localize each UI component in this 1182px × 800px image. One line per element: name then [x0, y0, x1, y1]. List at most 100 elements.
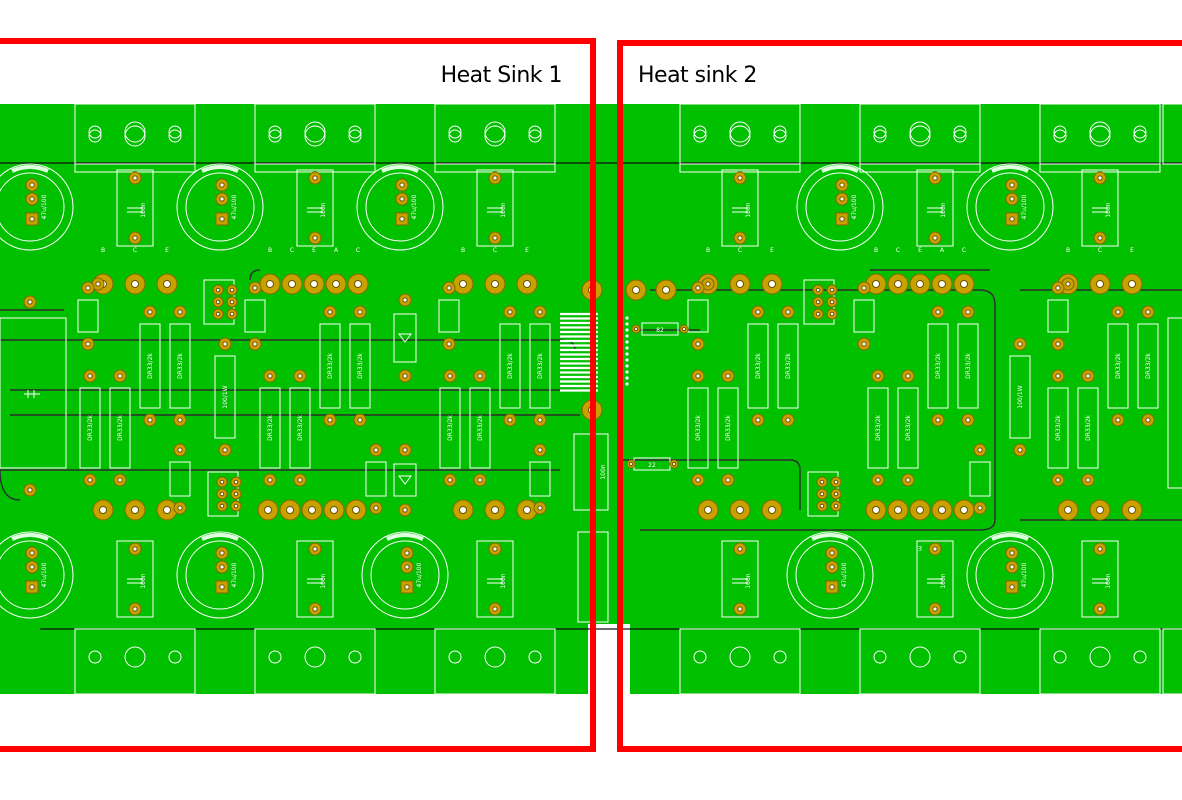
pad-hole — [875, 373, 881, 379]
pad-hole — [1017, 447, 1023, 453]
electrolytic-value: 47u/100 — [41, 194, 48, 219]
connector-pin — [625, 382, 629, 386]
pad-hole — [132, 235, 138, 241]
pad-hole — [87, 373, 93, 379]
pad-hole — [768, 506, 776, 514]
pad-hole — [916, 280, 924, 288]
pad-hole — [815, 299, 821, 305]
pin-letter: A — [940, 247, 945, 254]
capacitor-outline — [476, 540, 514, 618]
pad-hole — [1085, 477, 1091, 483]
resistor-82-value: 82 — [656, 327, 664, 334]
pin-letter: B — [1066, 247, 1070, 254]
pad-hole — [736, 280, 744, 288]
resistor-outline — [1047, 299, 1069, 333]
pad-hole — [695, 341, 701, 347]
mount-hole — [873, 129, 887, 143]
capacitor-outline — [721, 169, 759, 247]
electrolytic-polarity-band — [201, 533, 239, 541]
copper-trace — [249, 269, 261, 281]
pad-hole — [938, 280, 946, 288]
electrolytic-polarity-band — [811, 533, 849, 541]
pad-hole — [492, 175, 498, 181]
transistor-tab-bottom — [679, 628, 801, 695]
pad-hole — [725, 373, 731, 379]
pad-hole — [829, 311, 835, 317]
mount-hole — [909, 646, 931, 668]
resistor-value: DR33/2k — [695, 415, 702, 441]
pad-hole — [177, 309, 183, 315]
heatsink-frames: Heat Sink 1 Heat sink 2 — [0, 38, 1182, 752]
transistor-tab-bottom — [74, 628, 196, 695]
pad-hole — [1115, 417, 1121, 423]
mount-hole — [909, 125, 931, 147]
pad-hole — [829, 564, 835, 570]
pad-hole — [177, 447, 183, 453]
pad-hole — [905, 373, 911, 379]
pad-hole — [861, 341, 867, 347]
pad-hole — [264, 506, 272, 514]
resistor-outline — [687, 299, 709, 333]
pad-hole — [628, 461, 634, 467]
mount-hole — [88, 125, 102, 139]
pin-letter: E — [525, 247, 529, 254]
electrolytic-inner — [805, 172, 875, 242]
mount-hole — [1053, 129, 1067, 143]
electrolytic-value: 47u/100 — [41, 562, 48, 587]
capacitor-outline — [476, 169, 514, 247]
pad-hole — [404, 584, 410, 590]
resistor-value: DR33/2k — [965, 353, 972, 379]
pad-hole — [632, 286, 640, 294]
pad-hole — [147, 309, 153, 315]
copper-trace — [640, 289, 996, 531]
pad-hole — [327, 417, 333, 423]
pad-hole — [266, 280, 274, 288]
electrolytic-value: 47u/100 — [416, 562, 423, 587]
pad-hole — [977, 505, 983, 511]
mount-hole — [873, 125, 887, 139]
resistor-outline — [365, 461, 387, 497]
resistor-outline — [957, 323, 979, 409]
pad-hole — [1085, 373, 1091, 379]
pad-hole — [960, 280, 968, 288]
pad-hole — [875, 477, 881, 483]
electrolytic-inner — [365, 172, 435, 242]
pad-hole — [960, 506, 968, 514]
transistor-tab-top — [434, 103, 556, 165]
resistor-value: DR33/2k — [507, 353, 514, 379]
pad-hole — [132, 175, 138, 181]
pad-hole — [252, 285, 258, 291]
pad-hole — [29, 216, 35, 222]
mount-hole — [1133, 129, 1147, 143]
pad-hole — [357, 309, 363, 315]
electrolytic-polarity-band — [11, 533, 49, 541]
capacitor-outline — [296, 169, 334, 247]
pad-hole — [1097, 175, 1103, 181]
pad-hole — [215, 287, 221, 293]
pad-hole — [177, 417, 183, 423]
electrolytic-inner — [370, 540, 440, 610]
mount-hole — [448, 650, 462, 664]
pad-hole — [537, 309, 543, 315]
resistor-outline — [529, 323, 551, 409]
pad-hole — [163, 280, 171, 288]
pad-hole — [1145, 309, 1151, 315]
pad-hole — [330, 506, 338, 514]
pad-hole — [297, 477, 303, 483]
pad-hole — [267, 477, 273, 483]
copper-trace — [620, 459, 801, 510]
pad-hole — [633, 326, 639, 332]
pad-hole — [404, 550, 410, 556]
solder-pads — [23, 171, 1155, 616]
pad-hole — [819, 503, 825, 509]
pad-hole — [1128, 280, 1136, 288]
resistor-value: DR33/2k — [1085, 415, 1092, 441]
pad-hole — [829, 584, 835, 590]
resistor-outline — [109, 387, 131, 469]
resistor-outline — [687, 387, 709, 469]
resistor-value: DR33/2k — [267, 415, 274, 441]
resistor-outline — [77, 299, 99, 333]
edge-outline — [1167, 317, 1182, 489]
resistor-82-outline — [641, 322, 679, 336]
electrolytic-value: 47u/100 — [1021, 562, 1028, 587]
